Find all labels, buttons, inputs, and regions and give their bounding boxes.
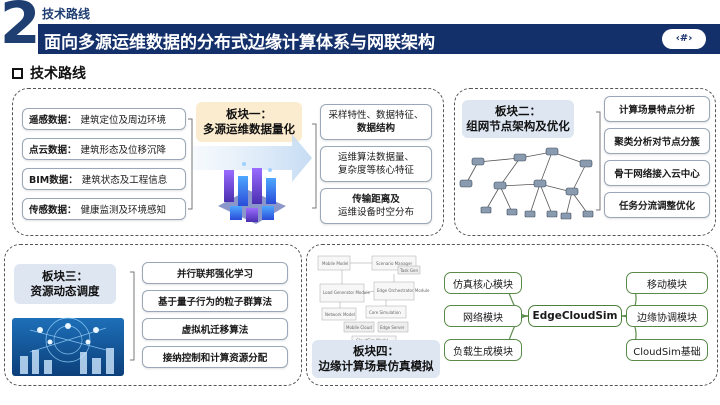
section-number: 2: [0, 0, 41, 57]
edgecloudsim-node: EdgeCloudSim: [528, 305, 622, 327]
network-node-icons: [459, 147, 594, 220]
bracket-block2: [596, 111, 601, 211]
data-source-desc: 建筑定位及周边环境: [80, 115, 167, 126]
square-bullet-icon: [12, 67, 23, 79]
feature-line: 采样特性、数据特征、: [328, 110, 424, 121]
block4-title-line1: 板块四：: [353, 344, 399, 358]
slide-header: 2 技术路线 面向多源运维数据的分布式边缘计算体系与网联架构 ‹#›: [0, 0, 720, 58]
data-source-desc: 健康监测及环境感知: [80, 205, 167, 216]
bracket-block3: [130, 271, 135, 361]
panel-block2: [454, 88, 716, 236]
feature-line: 传输距离及: [352, 194, 400, 205]
data-source-name: BIM数据：: [29, 175, 78, 186]
diagram-label: Task Gen: [399, 268, 418, 273]
sim-node-mobility: 移动模块: [626, 272, 708, 294]
block2-item-2: 聚类分析对节点分簇: [604, 128, 710, 154]
block2-title-line1: 板块二：: [495, 104, 541, 118]
block1-title-line2: 多源运维数据量化: [203, 122, 295, 136]
diagram-label: Mobile Cloud: [346, 325, 372, 330]
data-source-desc: 建筑形态及位移沉降: [80, 145, 167, 156]
block1-title: 板块一： 多源运维数据量化: [196, 102, 302, 142]
block2-item-1: 计算场景特点分析: [604, 96, 710, 122]
sim-node-cloudsim: CloudSim基础: [626, 339, 708, 361]
block3-title-line2: 资源动态调度: [30, 284, 100, 298]
data-source-point-cloud: 点云数据：建筑形态及位移沉降: [22, 138, 186, 160]
data-cubes-icon: [218, 162, 286, 224]
block2-item-4: 任务分流调整优化: [604, 192, 710, 218]
diagram-label: Network Model: [325, 312, 355, 317]
block2-title: 板块二： 组网节点架构及优化: [462, 100, 574, 138]
sim-node-network: 网络模块: [444, 305, 522, 327]
block3-item-2: 基于量子行为的粒子群算法: [142, 290, 288, 312]
page-number-badge: ‹#›: [662, 29, 706, 49]
block1-title-line1: 板块一：: [226, 107, 272, 121]
data-source-bim: BIM数据：建筑状态及工程信息: [22, 168, 186, 190]
feature-output-2: 运维算法数据量、 复杂度等核心特征: [320, 146, 432, 182]
data-source-remote-sensing: 遥感数据：建筑定位及周边环境: [22, 108, 186, 130]
sim-node-edge-orchestration: 边缘协调模块: [626, 305, 708, 327]
flow-arrow-icon: [192, 134, 312, 182]
data-source-name: 传感数据：: [29, 205, 77, 216]
sim-node-load: 负载生成模块: [444, 339, 522, 361]
section-heading-text: 技术路线: [30, 66, 86, 82]
data-source-sensor: 传感数据：健康监测及环境感知: [22, 198, 186, 220]
feature-line: 复杂度等核心特征: [337, 165, 414, 176]
diagram-label: Edge Server: [380, 325, 405, 330]
diagram-label: Load Generator Module: [323, 290, 371, 295]
bracket-right: [312, 123, 317, 209]
diagram-label: Core Simulation: [369, 310, 401, 315]
diagram-label: Mobile Model: [322, 261, 348, 266]
feature-line: 运维设备时空分布: [337, 207, 414, 218]
title-bar: 面向多源运维数据的分布式边缘计算体系与网联架构 ‹#›: [38, 24, 720, 54]
panel-block1: [12, 88, 444, 236]
block2-title-line2: 组网节点架构及优化: [466, 119, 570, 133]
feature-output-1: 采样特性、数据特征、 数据结构: [320, 104, 432, 140]
diagram-label: Scenario Manager: [376, 261, 413, 266]
sim-node-core: 仿真核心模块: [444, 272, 522, 294]
block3-item-4: 接纳控制和计算资源分配: [142, 346, 288, 368]
block3-title: 板块三： 资源动态调度: [14, 264, 116, 304]
block4-title-line2: 边缘计算场景仿真模拟: [318, 359, 434, 373]
block3-item-1: 并行联邦强化学习: [142, 262, 288, 284]
block4-title: 板块四： 边缘计算场景仿真模拟: [312, 340, 440, 378]
service-icons: [37, 323, 99, 345]
header-subtitle: 技术路线: [42, 7, 91, 21]
slide-title: 面向多源运维数据的分布式边缘计算体系与网联架构: [44, 33, 435, 53]
block2-item-3: 骨干网络接入云中心: [604, 160, 710, 186]
feature-output-3: 传输距离及 运维设备时空分布: [320, 188, 432, 224]
panel-block4: [306, 244, 718, 386]
feature-line: 数据结构: [356, 123, 395, 134]
section-heading: 技术路线: [12, 63, 86, 83]
data-source-desc: 建筑状态及工程信息: [81, 175, 168, 186]
bracket-left: [188, 118, 193, 210]
data-source-name: 点云数据：: [29, 145, 77, 156]
diagram-label: Edge Orchestrator Module: [377, 288, 430, 293]
block3-item-3: 虚拟机迁移算法: [142, 318, 288, 340]
panel-block3: [4, 244, 302, 386]
feature-line: 运维算法数据量、: [337, 152, 414, 163]
data-source-name: 遥感数据：: [29, 115, 77, 126]
block3-title-line1: 板块三：: [42, 269, 88, 283]
